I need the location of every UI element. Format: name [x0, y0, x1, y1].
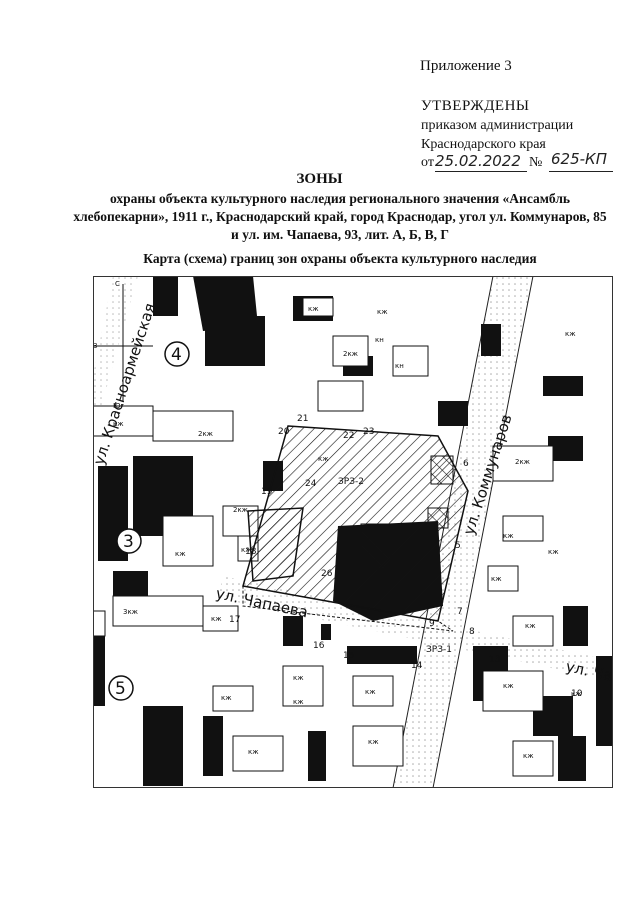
point-number: 5	[455, 541, 461, 551]
zone-map: ул. Красноармейская ул. Коммунаров ул. Ч…	[93, 276, 613, 788]
building-label: кж	[548, 548, 559, 556]
point-number: 20	[278, 427, 290, 437]
street-chapaeva-band	[218, 576, 613, 681]
zone-label-zrz2: ЗРЗ-2	[338, 477, 364, 487]
point-number: 22	[343, 431, 354, 441]
building-label: кж	[571, 690, 582, 698]
document-title: ЗОНЫ	[296, 171, 343, 187]
zone-label-zrz1: ЗРЗ-1	[426, 645, 452, 655]
point-number: 7	[457, 607, 463, 617]
date-handwritten: 25.02.2022	[435, 152, 521, 170]
number-underline	[549, 171, 613, 172]
circled-number: 5	[115, 679, 126, 699]
compass-north: С	[115, 280, 120, 288]
date-underline	[435, 171, 527, 172]
building-label: кж	[503, 682, 514, 690]
building-label: кн	[375, 336, 384, 344]
building-label: кж	[491, 575, 502, 583]
building-label: кж	[308, 305, 319, 313]
point-number: 8	[469, 627, 475, 637]
building-label: 2кж	[233, 506, 249, 514]
circled-marker: 4	[164, 341, 190, 367]
street-krasnoarmeyskaya-band	[93, 276, 138, 436]
building-label: кж	[318, 455, 329, 463]
zone-zrz2-territory	[242, 425, 469, 622]
compass-south: Юг	[113, 402, 125, 410]
boundary-point-labels: 20 21 22 23 6 5 26 19 18 17 16 15 14 9 8…	[229, 414, 583, 699]
building-label: кж	[565, 330, 576, 338]
building-label: 2кж	[198, 430, 214, 438]
point-number: 23	[363, 427, 374, 437]
approval-date-line: от 25.02.2022 № 625-КП	[421, 150, 621, 174]
point-number: 14	[411, 661, 423, 671]
building-label: кж	[241, 546, 252, 554]
building-label: 2кж	[343, 350, 359, 358]
point-number: 10	[571, 689, 583, 699]
circled-marker: 3	[116, 528, 142, 554]
building-label: кж	[211, 615, 222, 623]
building-label: кн	[395, 362, 404, 370]
building-label: кж	[503, 532, 514, 540]
point-number: 18	[245, 547, 257, 557]
building-label: кж	[525, 622, 536, 630]
number-handwritten: 625-КП	[551, 150, 607, 168]
zone-protected-buildings	[247, 455, 454, 582]
appendix-label: Приложение 3	[420, 58, 512, 74]
buildings-outline	[93, 297, 554, 777]
circled-number: 3	[123, 532, 134, 552]
approved-by-order: приказом администрации	[421, 118, 574, 133]
building-label: кж	[368, 738, 379, 746]
number-sign: №	[529, 155, 543, 170]
point-number: 9	[429, 619, 435, 629]
building-label: 3кж	[123, 608, 139, 616]
building-label: кж	[248, 748, 259, 756]
compass-west: З	[93, 342, 98, 350]
building-labels: кж 2кж кж кж 2кж кн кн кж 2кж кж кж 2кж …	[113, 305, 582, 760]
point-number: 24	[305, 479, 317, 489]
point-number: 6	[463, 459, 469, 469]
building-label: кж	[377, 308, 388, 316]
building-label: кж	[113, 420, 124, 428]
building-label: кж	[523, 752, 534, 760]
point-number: 26	[321, 569, 333, 579]
point-number: 15	[343, 651, 354, 661]
approved-heading: УТВЕРЖДЕНЫ	[421, 98, 530, 114]
date-prefix: от	[421, 155, 434, 170]
building-label: 2кж	[515, 458, 531, 466]
building-label: кж	[293, 674, 304, 682]
compass-rose: С З Юг	[93, 280, 153, 410]
building-label: кж	[175, 550, 186, 558]
point-number: 19	[261, 487, 273, 497]
circled-number: 4	[171, 345, 182, 365]
point-number: 17	[229, 615, 240, 625]
point-number: 13	[489, 655, 500, 665]
point-number: 16	[313, 641, 325, 651]
zone-zrz1-boundary	[242, 585, 454, 632]
building-label: кж	[365, 688, 376, 696]
building-label: кж	[221, 694, 232, 702]
map-title: Карта (схема) границ зон охраны объекта …	[143, 251, 537, 266]
circled-marker: 5	[108, 675, 134, 701]
building-label: кж	[293, 698, 304, 706]
approved-admin: Краснодарского края	[421, 137, 546, 152]
document-subtitle: охраны объекта культурного наследия реги…	[73, 191, 607, 242]
point-number: 21	[297, 414, 308, 424]
